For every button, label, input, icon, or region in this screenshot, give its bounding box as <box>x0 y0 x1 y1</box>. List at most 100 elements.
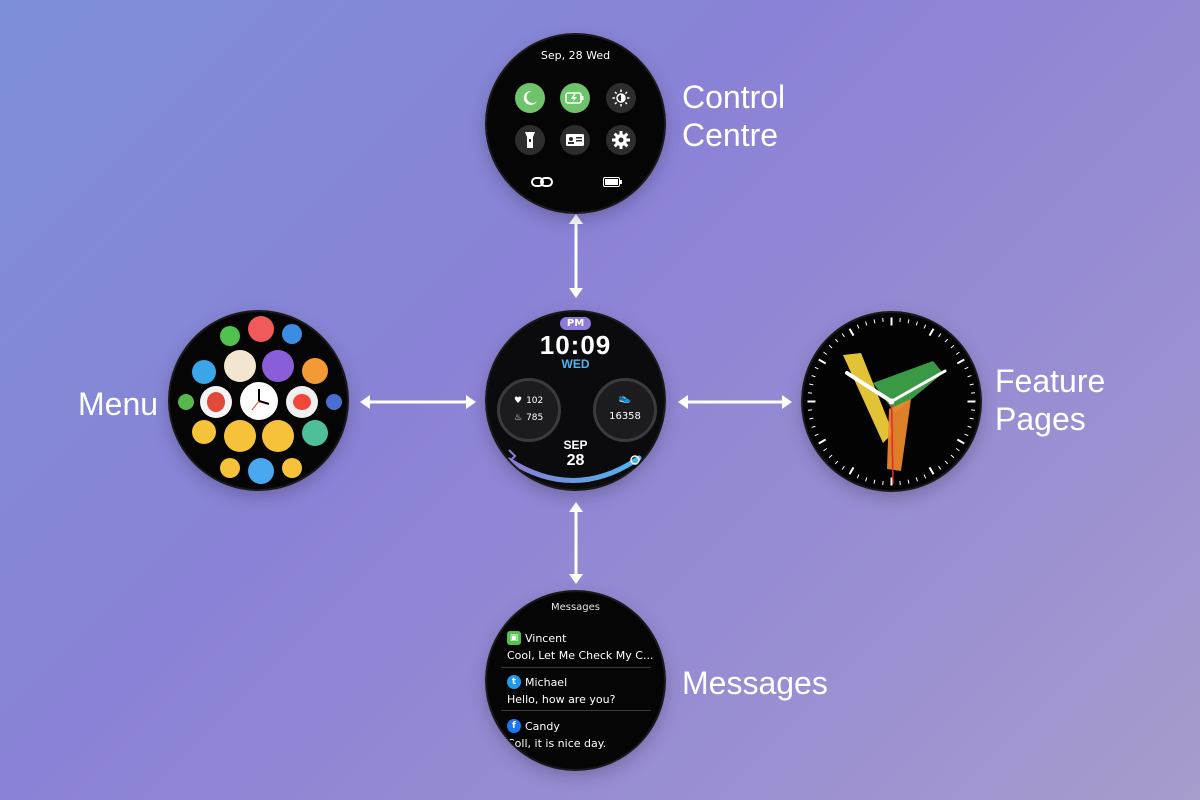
app-icon-timer[interactable] <box>282 458 302 478</box>
second-hand <box>890 400 894 484</box>
label-control-centre: Control Centre <box>682 78 785 154</box>
dial-tick <box>856 324 860 329</box>
app-icon-heart-rate[interactable] <box>286 386 318 418</box>
dial-tick <box>818 438 827 445</box>
dial-tick <box>865 321 868 326</box>
health-complication[interactable]: ♥ 102 ♨ 785 <box>497 378 561 442</box>
sender-name: Vincent <box>525 631 567 645</box>
dial-tick <box>873 479 876 484</box>
dial-tick <box>907 479 910 484</box>
flashlight-icon[interactable] <box>515 125 545 155</box>
app-icon-notes[interactable] <box>224 420 256 452</box>
message-item[interactable]: ▣Vincent Cool, Let Me Check My C... <box>507 630 657 662</box>
label-feature-line1: Feature <box>995 363 1106 399</box>
dial-tick <box>834 338 839 343</box>
messages-screen[interactable]: Messages ▣Vincent Cool, Let Me Check My … <box>487 592 664 769</box>
arrow-left-right-right <box>678 395 792 409</box>
heart-rate-value: 102 <box>526 396 544 406</box>
message-preview: Hello, how are you? <box>507 693 616 706</box>
app-icon-weather[interactable] <box>192 360 216 384</box>
link-icon[interactable] <box>531 176 553 188</box>
app-icon-breathe[interactable] <box>302 420 328 446</box>
app-icon-stopwatch[interactable] <box>282 324 302 344</box>
hour-hand <box>845 371 894 404</box>
day-display: 28 <box>566 452 585 469</box>
dial-tick <box>938 465 942 470</box>
control-centre-screen[interactable]: Sep, 28 Wed <box>487 35 664 212</box>
dial-tick <box>841 465 845 470</box>
dial-tick <box>811 425 816 428</box>
label-menu: Menu <box>78 386 159 422</box>
dial-tick <box>956 358 965 365</box>
yellow-petal <box>843 353 893 443</box>
feature-watch-face[interactable] <box>803 313 980 490</box>
dial-tick <box>828 454 833 459</box>
steps-complication[interactable]: 👟 16358 <box>593 378 657 442</box>
arrow-up-down-bottom <box>569 502 583 584</box>
divider <box>501 667 651 668</box>
dial-tick <box>848 466 855 475</box>
dial-tick <box>814 366 819 370</box>
dial-tick <box>818 358 827 365</box>
app-icon-music[interactable] <box>302 358 328 384</box>
dial-tick <box>811 375 816 378</box>
app-icon-camera[interactable] <box>248 316 274 342</box>
main-watch-face[interactable]: PM 10:09 WED ♥ 102 ♨ 785 👟 16358 SEP 28 <box>487 312 664 489</box>
dial-tick <box>969 417 974 420</box>
dial-tick <box>828 344 833 349</box>
dial-tick <box>915 477 918 482</box>
dial-tick <box>907 319 910 324</box>
app-icon-blood-oxygen[interactable] <box>200 386 232 418</box>
flame-icon: ♨ <box>514 413 523 423</box>
dial-tick <box>873 319 876 324</box>
brightness-icon[interactable] <box>606 83 636 113</box>
dial-tick <box>848 328 855 337</box>
shoe-icon: 👟 <box>618 393 632 404</box>
dial-tick <box>928 328 935 337</box>
app-icon-find[interactable] <box>248 458 274 484</box>
heart-icon: ♥ <box>514 396 523 406</box>
dial-tick <box>950 344 955 349</box>
dial-tick <box>865 477 868 482</box>
app-icon-apps[interactable] <box>178 394 194 410</box>
label-feature-line2: Pages <box>995 401 1086 437</box>
moon-icon[interactable] <box>515 83 545 113</box>
app-icon-messages[interactable] <box>220 326 240 346</box>
calories-value: 785 <box>526 413 544 423</box>
dial-tick <box>955 351 960 355</box>
message-item[interactable]: t Michael Hello, how are you? <box>507 674 657 706</box>
battery-saver-icon[interactable] <box>560 83 590 113</box>
dial-tick <box>923 474 927 479</box>
menu-screen[interactable] <box>170 312 347 489</box>
dial-tick <box>964 433 969 437</box>
app-icon-home[interactable] <box>224 350 256 382</box>
month-display: SEP <box>563 438 588 452</box>
dial-tick <box>923 324 927 329</box>
dial-tick <box>834 460 839 465</box>
time-display: 10:09 <box>539 330 612 360</box>
dial-tick <box>809 417 814 420</box>
app-icon-activity[interactable] <box>192 420 216 444</box>
battery-icon <box>603 177 622 187</box>
divider <box>501 710 651 711</box>
steps-value: 16358 <box>609 411 641 422</box>
period-badge: PM <box>560 317 591 330</box>
message-preview: Cool, Let Me Check My C... <box>507 649 654 662</box>
sender-name: Candy <box>525 719 560 733</box>
hands-pivot <box>888 398 895 405</box>
dial-tick <box>841 333 845 338</box>
weekday-display: WED <box>561 357 590 371</box>
app-icon-alarm[interactable] <box>220 458 240 478</box>
app-icon-workout[interactable] <box>262 420 294 452</box>
gear-icon[interactable] <box>606 125 636 155</box>
card-icon[interactable] <box>560 125 590 155</box>
app-icon-clock[interactable] <box>240 382 278 420</box>
control-centre-date: Sep, 28 Wed <box>540 49 611 62</box>
app-icon-sleep[interactable] <box>262 350 294 382</box>
sender-name: Michael <box>525 675 568 689</box>
app-icon-settings[interactable] <box>326 394 342 410</box>
arrow-up-down-top <box>569 214 583 298</box>
dial-tick <box>814 433 819 437</box>
twitter-icon: t <box>507 675 521 689</box>
